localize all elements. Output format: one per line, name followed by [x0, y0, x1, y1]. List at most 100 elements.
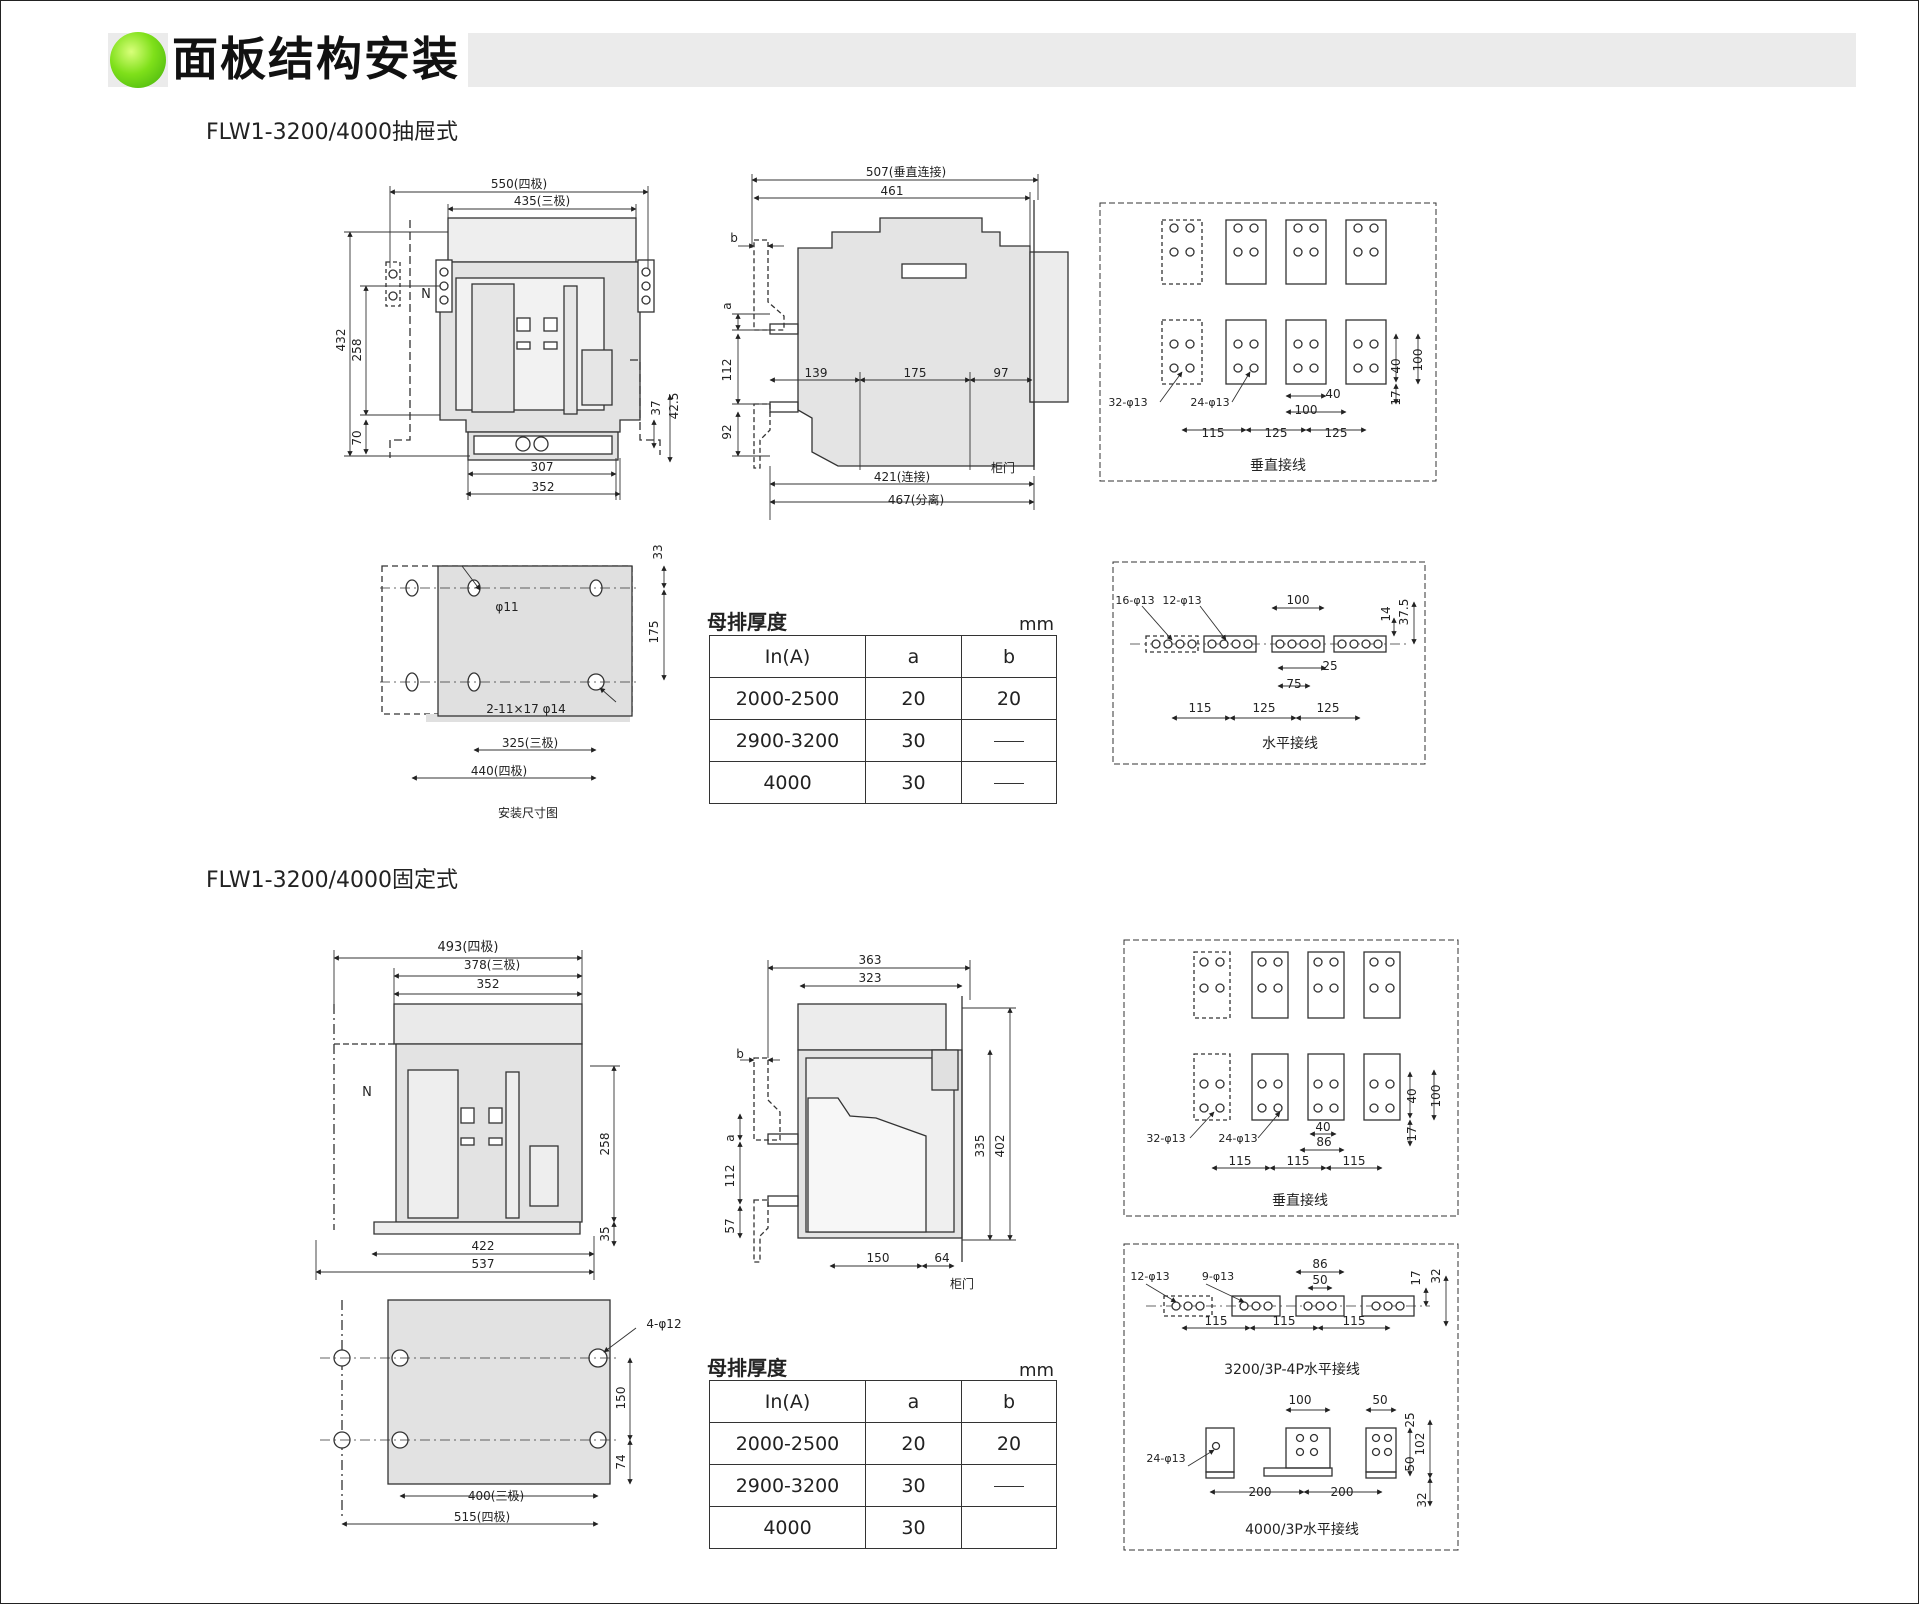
- dim-text: 100: [1287, 593, 1310, 607]
- drawout-horizontal-frame: [1112, 561, 1426, 765]
- dim-text: 115: [1205, 1314, 1228, 1328]
- table-header-cell: b: [961, 1380, 1057, 1423]
- dim-text: 352: [532, 480, 555, 494]
- dim-text: 102: [1413, 1433, 1427, 1456]
- fixed-vertical-plates: [1193, 951, 1401, 1121]
- hole-spec: 32-φ13: [1108, 396, 1147, 409]
- table-cell: [961, 1506, 1057, 1549]
- caption: 4000/3P水平接线: [1245, 1521, 1359, 1538]
- dim-text: 307: [531, 460, 554, 474]
- hole-spec: 24-φ13: [1218, 1132, 1257, 1145]
- caption: 安装尺寸图: [498, 805, 558, 820]
- hole-spec: 24-φ13: [1146, 1452, 1185, 1465]
- dim-text: 537: [472, 1257, 495, 1271]
- dim-text: 40: [1315, 1120, 1330, 1134]
- dim-text: 175: [647, 621, 661, 644]
- dim-text: b: [730, 231, 738, 245]
- busbar-table-unit-drawout: mm: [1019, 614, 1055, 635]
- dim-text: 75: [1286, 677, 1301, 691]
- neutral-label: N: [362, 1085, 372, 1100]
- hole-spec: 12-φ13: [1130, 1270, 1169, 1283]
- dim-text: 400(三极): [468, 1489, 524, 1503]
- table-cell: 2000-2500: [709, 677, 866, 720]
- neutral-label: N: [421, 287, 431, 302]
- table-header-cell: In(A): [709, 635, 866, 678]
- dim-text: 378(三极): [464, 958, 520, 972]
- dim-text: 515(四极): [454, 1510, 510, 1524]
- dim-text: 70: [350, 430, 364, 445]
- table-row: 2900-3200 30: [709, 1464, 1057, 1507]
- dim-text: 100: [1429, 1085, 1443, 1108]
- dim-text: 352: [477, 977, 500, 991]
- dash-mark: [994, 1485, 1024, 1487]
- table-cell: 2900-3200: [709, 719, 866, 762]
- dim-text: 74: [614, 1454, 628, 1469]
- drawout-front-dims: [344, 186, 673, 500]
- busbar-table-label-fixed: 母排厚度: [707, 1356, 787, 1380]
- table-header-row: In(A) a b: [709, 1380, 1057, 1423]
- dim-text: 363: [859, 953, 882, 967]
- dim-text: a: [723, 1134, 737, 1141]
- dim-text: 32: [1429, 1268, 1443, 1283]
- table-row: 4000 30: [709, 1506, 1057, 1549]
- dim-text: 435(三极): [514, 194, 570, 208]
- table-cell: 4000: [709, 1506, 866, 1549]
- busbar-table-label-drawout: 母排厚度: [707, 610, 787, 634]
- dim-text: 100: [1289, 1393, 1312, 1407]
- dim-text: 25: [1322, 659, 1337, 673]
- table-cell-dash: [961, 761, 1057, 804]
- dim-text: 57: [723, 1218, 737, 1233]
- dim-text: 33: [651, 544, 665, 559]
- table-cell: 20: [865, 677, 962, 720]
- table-row: 2000-2500 20 20: [709, 1422, 1057, 1465]
- table-cell: 4000: [709, 761, 866, 804]
- fixed-front-view: [333, 1003, 583, 1235]
- dim-text: 325(三极): [502, 736, 558, 750]
- dim-text: 17: [1409, 1270, 1423, 1285]
- table-cell: 20: [961, 1422, 1057, 1465]
- dim-text: 25: [1403, 1412, 1417, 1427]
- dim-text: 17: [1405, 1126, 1419, 1141]
- dim-text: 40: [1389, 358, 1403, 373]
- dim-text: 86: [1312, 1257, 1327, 1271]
- caption: 垂直接线: [1250, 457, 1306, 474]
- dim-text: 421(连接): [874, 469, 930, 484]
- dim-text: 42.5: [667, 393, 681, 420]
- dim-text: 258: [350, 339, 364, 362]
- busbar-table-fixed: In(A) a b 2000-2500 20 20 2900-3200 30 4…: [709, 1380, 1057, 1549]
- door-label: 柜门: [950, 1276, 974, 1291]
- dim-text: 50: [1372, 1393, 1387, 1407]
- table-cell: 30: [865, 1506, 962, 1549]
- table-cell: 2000-2500: [709, 1422, 866, 1465]
- dim-text: 200: [1249, 1485, 1272, 1499]
- dim-text: 125: [1325, 426, 1348, 440]
- dim-text: 139: [805, 366, 828, 380]
- section-title-fixed: FLW1-3200/4000固定式: [206, 868, 458, 893]
- table-header-cell: a: [865, 635, 962, 678]
- table-header-cell: a: [865, 1380, 962, 1423]
- table-cell-dash: [961, 719, 1057, 762]
- fixed-side-view: [753, 996, 963, 1263]
- dim-text: 125: [1265, 426, 1288, 440]
- drawout-vertical-frame: [1099, 202, 1437, 482]
- dim-text: 125: [1317, 701, 1340, 715]
- dim-text: 50: [1403, 1456, 1417, 1471]
- table-header-cell: In(A): [709, 1380, 866, 1423]
- dim-text: 112: [720, 359, 734, 382]
- dim-text: 115: [1273, 1314, 1296, 1328]
- dim-text: 64: [934, 1251, 949, 1265]
- table-header-cell: b: [961, 635, 1057, 678]
- dim-text: 467(分离): [888, 492, 944, 507]
- drawout-mounting-plate: [380, 565, 640, 722]
- dim-text: 92: [720, 424, 734, 439]
- dim-text: 335: [973, 1135, 987, 1158]
- busbar-table-unit-fixed: mm: [1019, 1360, 1055, 1381]
- dim-text: 150: [614, 1387, 628, 1410]
- dim-text: 115: [1343, 1314, 1366, 1328]
- dim-text: b: [736, 1047, 744, 1061]
- dim-text: 112: [723, 1165, 737, 1188]
- hole-spec: 32-φ13: [1146, 1132, 1185, 1145]
- table-cell: 30: [865, 719, 962, 762]
- dim-text: 35: [598, 1226, 612, 1241]
